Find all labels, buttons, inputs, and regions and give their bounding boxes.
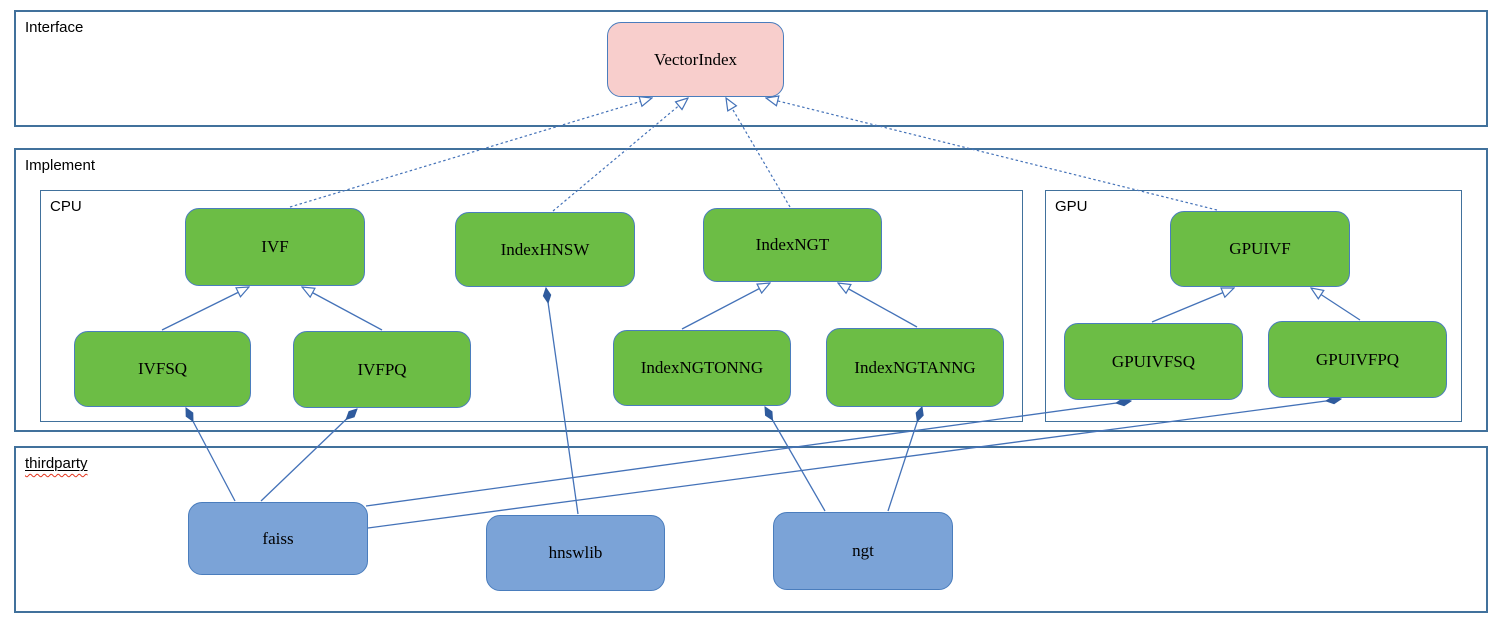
section-label-implement: Implement <box>25 157 96 174</box>
node-label-vectorindex: VectorIndex <box>653 49 738 69</box>
node-faiss: faiss <box>188 502 368 575</box>
node-label-gpuivf: GPUIVF <box>1229 239 1291 258</box>
node-gpuivf: GPUIVF <box>1170 211 1350 287</box>
node-label-gpuivfpq: GPUIVFPQ <box>1315 349 1400 369</box>
node-label-indexngtanng: IndexNGTANNG <box>854 357 976 377</box>
node-ivfsq: IVFSQ <box>74 331 251 407</box>
node-label-ngt: ngt <box>852 541 874 560</box>
node-vectorindex: VectorIndex <box>607 22 784 97</box>
node-label-indexngt: IndexNGT <box>755 235 830 254</box>
node-ivf: IVF <box>185 208 365 286</box>
node-gpuivfpq: GPUIVFPQ <box>1268 321 1447 398</box>
section-label-thirdparty: thirdparty <box>25 455 88 472</box>
node-label-ivfpq: IVFPQ <box>357 359 407 379</box>
node-indexngtonng: IndexNGTONNG <box>613 330 791 406</box>
node-ngt: ngt <box>773 512 953 590</box>
node-label-gpuivfsq: GPUIVFSQ <box>1111 351 1196 371</box>
node-hnswlib: hnswlib <box>486 515 665 591</box>
node-ivfpq: IVFPQ <box>293 331 471 408</box>
node-label-ivf: IVF <box>261 237 289 256</box>
node-indexngt: IndexNGT <box>703 208 882 282</box>
node-label-indexhnsw: IndexHNSW <box>500 239 590 259</box>
section-label-interface: Interface <box>25 19 84 36</box>
node-label-ivfsq: IVFSQ <box>137 359 188 378</box>
node-label-faiss: faiss <box>262 528 294 548</box>
node-label-indexngtonng: IndexNGTONNG <box>640 358 764 377</box>
node-indexhnsw: IndexHNSW <box>455 212 635 287</box>
section-label-cpu: CPU <box>50 198 82 215</box>
node-indexngtanng: IndexNGTANNG <box>826 328 1004 407</box>
section-label-gpu: GPU <box>1055 198 1088 215</box>
node-gpuivfsq: GPUIVFSQ <box>1064 323 1243 400</box>
node-label-hnswlib: hnswlib <box>548 543 603 562</box>
